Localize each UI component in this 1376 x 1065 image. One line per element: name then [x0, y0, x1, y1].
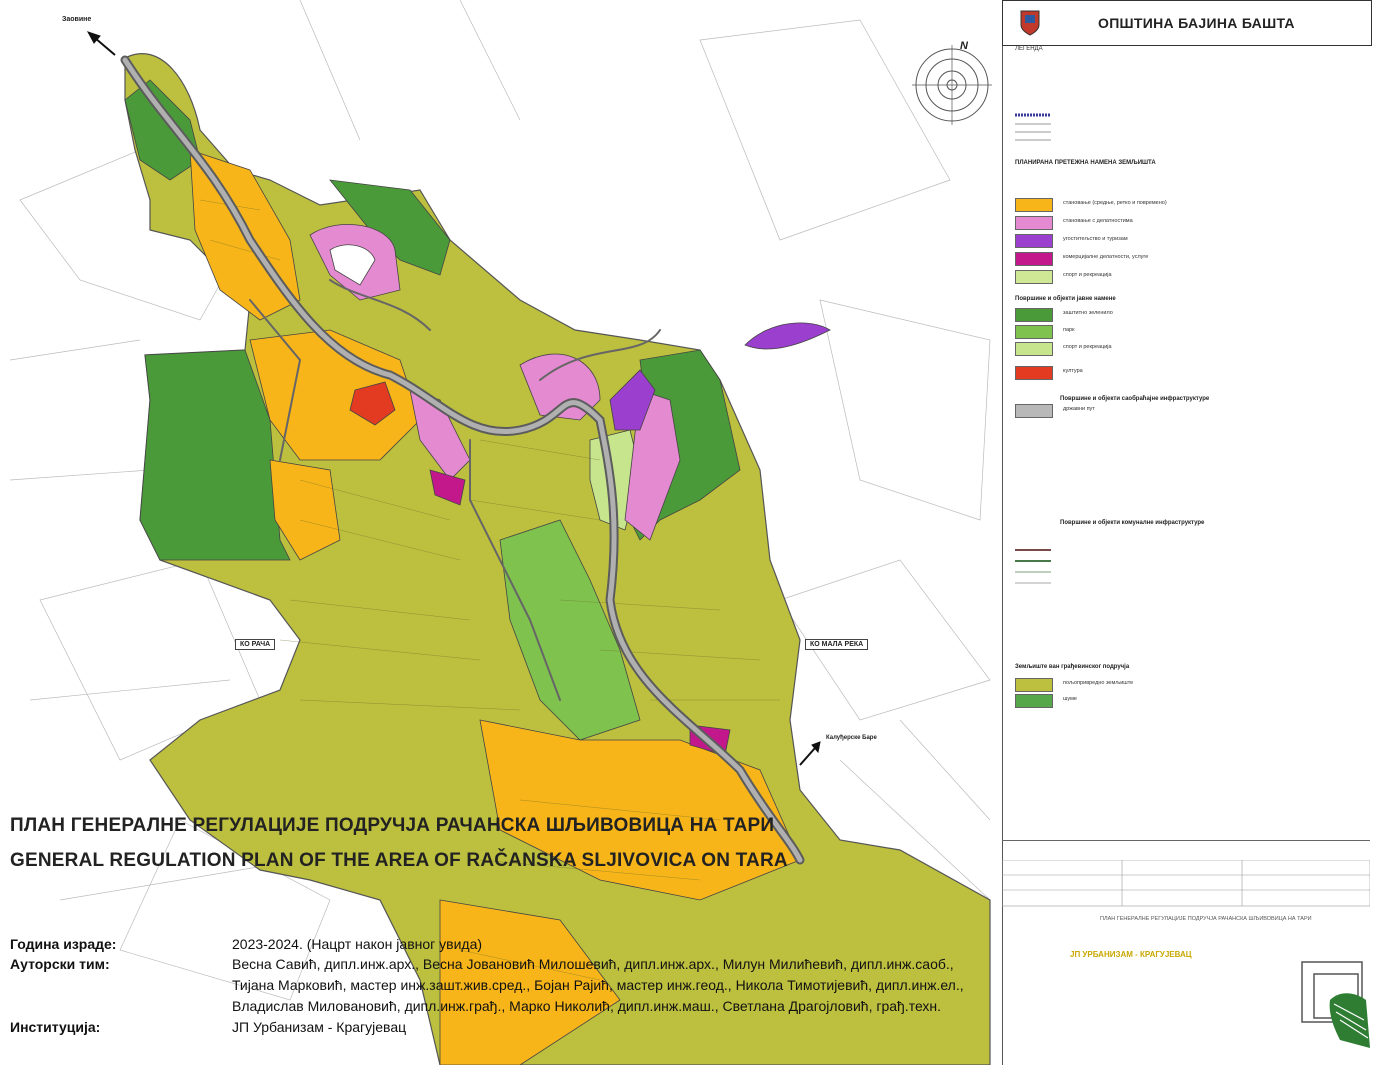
year-label: Година израде: — [10, 936, 117, 952]
legend-header: ОПШТИНА БАЈИНА БАШТА — [1002, 0, 1372, 46]
year-value: 2023-2024. (Нацрт након јавног увида) — [232, 936, 483, 952]
commercial-zone[interactable] — [429, 469, 466, 506]
legend-heading-2: Површине и објекти саобраћајне инфрастру… — [1060, 396, 1210, 402]
culture-zone[interactable] — [349, 381, 396, 426]
white-plot — [329, 244, 376, 286]
title-block-grid — [1002, 860, 1370, 907]
legend-swatch — [1015, 366, 1053, 380]
team-label: Ауторски тим: — [10, 956, 110, 972]
legend-swatch — [1015, 404, 1053, 418]
tourism-zone-lake[interactable] — [744, 322, 831, 350]
legend-item-text: култура — [1063, 368, 1083, 374]
legend-swatch — [1015, 325, 1053, 339]
team-line-1: Весна Савић, дипл.инж.арх., Весна Јовано… — [232, 956, 954, 972]
north-label: N — [960, 40, 968, 52]
legend-item-text: спорт и рекреација — [1063, 344, 1112, 350]
coat-of-arms-icon — [1020, 10, 1040, 36]
legend-swatch — [1015, 198, 1053, 212]
institution-logo — [1301, 961, 1370, 1048]
plan-title-en: GENERAL REGULATION PLAN OF THE AREA OF R… — [10, 850, 788, 871]
legend-item-text: државни пут — [1063, 406, 1095, 412]
legend-label: ЛЕГЕНДА — [1015, 46, 1043, 52]
legend-swatch — [1015, 234, 1053, 248]
legend-swatch — [1015, 678, 1053, 692]
label-kaludjerske: Калуђерске Баре — [826, 735, 877, 741]
north-arrow-icon — [912, 45, 992, 125]
tourism-zone-east[interactable] — [609, 369, 656, 431]
label-ko-raca: КО РАЧА — [235, 639, 276, 650]
legend-heading-1: Површине и објекти јавне намене — [1015, 296, 1116, 302]
label-ko-mala-reka: КО МАЛА РЕКА — [805, 639, 869, 650]
institution-label: Институција: — [10, 1019, 101, 1035]
legend-swatch — [1015, 270, 1053, 284]
legend-item-text: спорт и рекреација — [1063, 272, 1112, 278]
legend-heading-3: Површине и објекти комуналне инфраструкт… — [1060, 520, 1205, 526]
forest-west[interactable] — [139, 349, 291, 561]
institution-value: ЈП Урбанизам - Крагујевац — [232, 1019, 407, 1035]
team-line-3: Владислав Миловановић, дипл.инж.грађ., М… — [232, 998, 942, 1014]
legend-item-text: пољопривредно земљиште — [1063, 680, 1134, 686]
legend-heading-0: ПЛАНИРАНА ПРЕТЕЖНА НАМЕНА ЗЕМЉИШТА — [1015, 160, 1156, 166]
legend-item-text: заштитно зеленило — [1063, 310, 1113, 316]
direction-arrows — [86, 31, 821, 766]
team-line-2: Тијана Марковић, мастер инж.зашт.жив.сре… — [232, 977, 964, 993]
municipality-title: ОПШТИНА БАЈИНА БАШТА — [1098, 15, 1295, 31]
roads — [120, 55, 805, 865]
housing-south-2[interactable] — [439, 899, 621, 1065]
legend-item-text: парк — [1063, 327, 1075, 333]
legend-swatch — [1015, 308, 1053, 322]
title-block-institution: ЈП УРБАНИЗАМ - КРАГУЈЕВАЦ — [1070, 950, 1192, 959]
legend-swatch — [1015, 216, 1053, 230]
plan-title-sr: ПЛАН ГЕНЕРАЛНЕ РЕГУЛАЦИЈЕ ПОДРУЧЈА РАЧАН… — [10, 815, 775, 836]
legend-item-text: комерцијалне делатности, услуге — [1063, 254, 1149, 260]
legend-item-text: шуме — [1063, 696, 1077, 702]
legend-swatch — [1015, 252, 1053, 266]
label-zaovine: Заовине — [62, 16, 92, 23]
title-block — [1002, 840, 1370, 901]
legend-item-text: угоститељство и туризам — [1063, 236, 1128, 242]
title-block-plan-name: ПЛАН ГЕНЕРАЛНЕ РЕГУЛАЦИЈЕ ПОДРУЧЈА РАЧАН… — [1100, 916, 1312, 922]
legend-line-samples — [1015, 113, 1051, 141]
legend-swatch — [1015, 694, 1053, 708]
legend-item-text: становање (средње, ретко и повремено) — [1063, 200, 1167, 206]
legend-heading-4: Земљиште ван грађевинског подручја — [1015, 664, 1130, 670]
legend-line-samples-2 — [1015, 549, 1051, 584]
housing-west[interactable] — [269, 459, 341, 561]
housing-center[interactable] — [249, 329, 421, 461]
legend-swatch — [1015, 342, 1053, 356]
legend-item-text: становање с делатностима — [1063, 218, 1133, 224]
legend-panel — [1002, 0, 1371, 1065]
park-corridor[interactable] — [499, 519, 641, 741]
